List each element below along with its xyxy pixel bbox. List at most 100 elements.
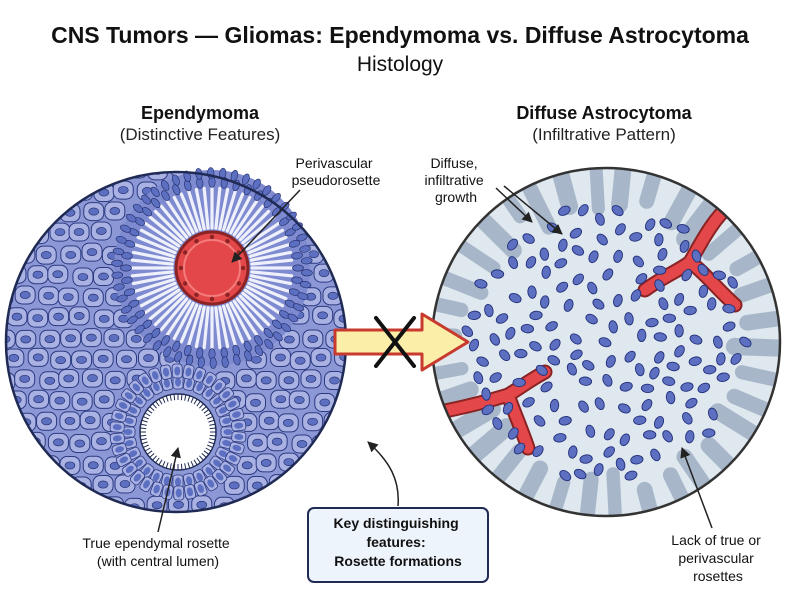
astrocyte-nucleus: [588, 250, 599, 264]
cell-nucleus: [296, 440, 308, 448]
anuclear-fibrillary-zone: [249, 274, 293, 286]
cell-nucleus: [43, 208, 54, 216]
astrocyte-nucleus: [569, 227, 583, 239]
cilia: [209, 438, 216, 441]
astrocyte-nucleus: [633, 415, 647, 425]
endothelial-nucleus: [194, 292, 199, 298]
columnar-nucleus: [186, 487, 194, 497]
diagram-subtitle: Histology: [357, 53, 444, 76]
palisading-nucleus: [152, 340, 162, 351]
tumor-cell: [48, 475, 70, 495]
tumor-cell: [6, 180, 27, 200]
cell-nucleus: [327, 291, 339, 300]
diagram-title: CNS Tumors — Gliomas: Ependymoma vs. Dif…: [51, 22, 749, 48]
astrocyte-nucleus: [739, 336, 752, 348]
cilia: [173, 394, 176, 401]
astrocyte-nucleus: [716, 352, 726, 366]
diffuse-growth-pointer-1: [495, 187, 533, 223]
anuclear-fibrillary-zone: [250, 258, 294, 266]
astrocyte-nucleus: [595, 212, 605, 226]
astrocytic-process: [432, 381, 479, 409]
astrocyte-nucleus: [467, 310, 481, 321]
astrocyte-nucleus: [674, 292, 685, 306]
cell-nucleus: [275, 395, 287, 404]
astrocytic-process: [606, 467, 623, 516]
columnar-nucleus: [228, 400, 237, 408]
cell-nucleus: [6, 248, 9, 257]
palisading-nucleus: [160, 180, 170, 191]
cell-nucleus: [77, 273, 89, 281]
cilia: [187, 462, 191, 469]
endothelial-nucleus: [240, 265, 246, 271]
cell-nucleus: [316, 440, 328, 449]
cell-nucleus: [84, 416, 96, 425]
palisading-nucleus: [141, 194, 151, 205]
astrocytic-process: [701, 219, 749, 261]
cell-nucleus: [175, 172, 187, 173]
columnar-nucleus: [163, 378, 170, 388]
cell-nucleus: [53, 480, 65, 489]
cell-nucleus: [251, 481, 263, 490]
cell-nucleus: [77, 187, 89, 196]
anuclear-fibrillary-zone: [229, 301, 252, 341]
anuclear-fibrillary-zone: [165, 299, 192, 337]
cilia: [196, 457, 201, 464]
astrocyte-nucleus: [654, 233, 664, 247]
columnar-nucleus: [206, 375, 213, 384]
astrocyte-nucleus: [613, 294, 623, 308]
astrocyte-nucleus: [513, 442, 526, 455]
tumor-cell: [104, 172, 126, 181]
anuclear-fibrillary-zone: [143, 221, 181, 248]
astrocyte-nucleus: [613, 249, 623, 263]
anuclear-fibrillary-zone: [194, 305, 206, 349]
cilia: [162, 397, 166, 403]
cell-nucleus: [264, 172, 275, 175]
astrocyte-nucleus: [697, 263, 709, 276]
yellow-arrow-icon: [333, 312, 470, 372]
astrocyte-nucleus: [634, 363, 645, 377]
astrocyte-nucleus: [681, 268, 693, 282]
astrocyte-nucleus: [624, 350, 636, 363]
astrocyte-nucleus: [619, 381, 633, 392]
columnar-nucleus: [123, 429, 133, 435]
lack-rosettes-pointer: [680, 447, 713, 529]
astrocyte-nucleus: [505, 327, 516, 340]
cilia: [146, 450, 153, 455]
anuclear-fibrillary-zone: [148, 215, 183, 245]
astrocyte-nucleus: [508, 256, 519, 270]
cell-nucleus: [32, 314, 43, 322]
palisading-nucleus: [121, 305, 133, 314]
astrocyte-nucleus: [682, 412, 693, 425]
columnar-nucleus: [196, 370, 203, 380]
cilia: [165, 462, 169, 469]
astrocytic-process: [551, 168, 579, 216]
astrocyte-nucleus: [492, 417, 503, 430]
astrocyte-nucleus: [603, 446, 615, 458]
tumor-cell: [146, 172, 168, 181]
astrocyte-nucleus: [602, 373, 613, 387]
astrocytic-process: [461, 418, 516, 467]
cell-nucleus: [87, 293, 99, 302]
anuclear-fibrillary-zone: [238, 209, 271, 242]
columnar-nucleus: [124, 440, 134, 447]
palisading-nucleus: [161, 335, 170, 346]
cell-nucleus: [151, 501, 163, 510]
endothelial-nucleus: [236, 281, 242, 286]
cell-nucleus: [130, 334, 142, 343]
columnar-nucleus: [152, 472, 160, 482]
endothelial-nucleus: [178, 265, 184, 271]
tumor-cell: [6, 410, 14, 430]
astrocyte-nucleus: [545, 321, 558, 332]
true-ependymal-rosette: [109, 363, 247, 501]
astrocyte-nucleus: [632, 255, 644, 268]
tumor-cell: [311, 476, 333, 496]
cilia: [184, 394, 187, 401]
tumor-cell: [259, 172, 281, 181]
anuclear-fibrillary-zone: [247, 235, 288, 255]
astrocyte-nucleus: [689, 334, 703, 345]
columnar-nucleus: [134, 459, 143, 467]
central-lumen: [139, 393, 217, 471]
tumor-cell: [280, 494, 302, 512]
cell-nucleus: [315, 353, 327, 362]
cilia: [140, 423, 147, 426]
